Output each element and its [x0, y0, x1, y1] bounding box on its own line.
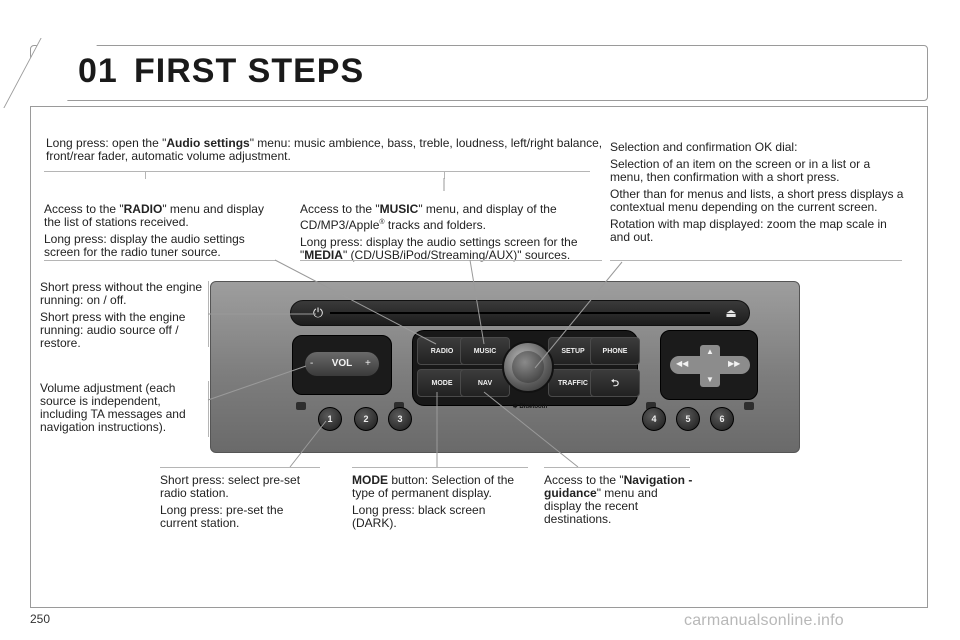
ok-dial-center [512, 351, 544, 383]
down-arrow-icon: ▼ [706, 375, 714, 384]
divider-line [352, 467, 528, 468]
volume-knob: VOL [305, 352, 379, 376]
dpad-vertical [700, 345, 720, 387]
fast-forward-icon: ▶▶ [728, 359, 741, 368]
tick-line [145, 171, 146, 179]
divider-line [44, 260, 276, 261]
divider-line [610, 260, 902, 261]
chapter-number: 01 [78, 52, 118, 90]
cd-slot-opening [330, 312, 710, 314]
header-tab [30, 45, 928, 101]
bracket-line [208, 381, 209, 437]
callout-navigation: Access to the "Navigation - guidance" me… [544, 473, 693, 526]
music-button: MUSIC [460, 337, 510, 365]
preset-button-6: 6 [710, 407, 734, 431]
preset-button-4: 4 [642, 407, 666, 431]
preset-button-1: 1 [318, 407, 342, 431]
eject-icon: ⏏ [725, 306, 737, 320]
bluetooth-label: ✱ Bluetooth [512, 404, 548, 410]
divider-line [544, 467, 690, 468]
preset-button-2: 2 [354, 407, 378, 431]
callout-mode: MODE button: Selection of the type of pe… [352, 473, 515, 530]
rewind-icon: ◀◀ [676, 359, 689, 368]
volume-minus-label: - [310, 358, 314, 369]
small-button [744, 402, 754, 410]
small-button [646, 402, 656, 410]
callout-audio-settings: Long press: open the "Audio settings" me… [46, 136, 603, 163]
back-arrow-icon: ⮌ [590, 369, 640, 397]
watermark: carmanualsonline.info [684, 612, 844, 629]
divider-line [160, 467, 320, 468]
preset-button-5: 5 [676, 407, 700, 431]
volume-plus-label: + [365, 358, 371, 369]
chapter-title: FIRST STEPS [134, 52, 365, 90]
callout-ok-dial: Selection and confirmation OK dial: Sele… [610, 140, 904, 244]
bracket-line [208, 281, 209, 347]
callout-power: Short press without the engine running: … [40, 280, 203, 350]
callout-radio-menu: Access to the "RADIO" menu and display t… [44, 202, 264, 259]
phone-button: PHONE [590, 337, 640, 365]
callout-music-menu: Access to the "MUSIC" menu, and display … [300, 202, 578, 262]
small-button [394, 402, 404, 410]
up-arrow-icon: ▲ [706, 347, 714, 356]
divider-line [300, 260, 602, 261]
tick-line [444, 171, 445, 179]
callout-volume: Volume adjustment (each source is indepe… [40, 381, 186, 434]
preset-button-3: 3 [388, 407, 412, 431]
callout-presets: Short press: select pre-set radio statio… [160, 473, 301, 530]
divider-line [44, 171, 590, 172]
power-icon: ⏻ [312, 305, 324, 320]
small-button [296, 402, 306, 410]
page-number: 250 [30, 612, 51, 626]
